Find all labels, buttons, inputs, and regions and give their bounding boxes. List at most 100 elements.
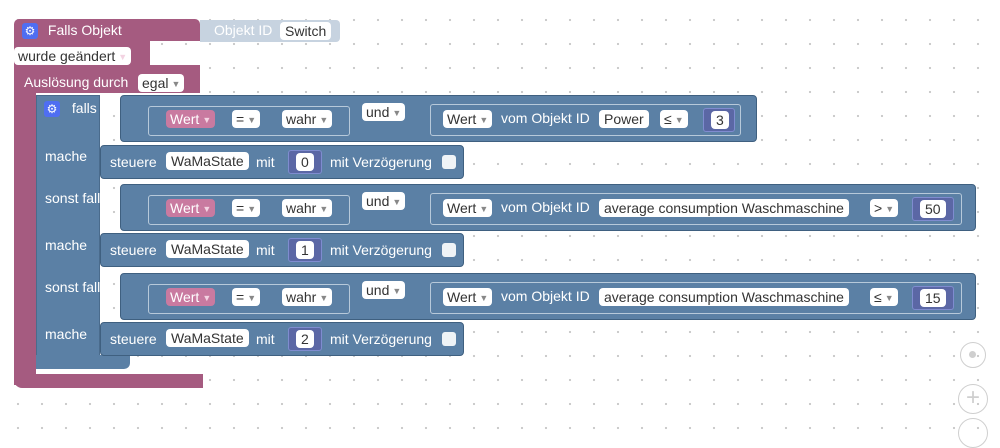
operator-label: = [236,200,245,216]
value-dropdown[interactable]: Wert▼ [443,110,493,128]
logic-dropdown[interactable]: und▼ [362,281,406,299]
else-if-keyword: sonst falls [45,279,108,295]
value-dropdown[interactable]: Wert▼ [166,110,216,128]
with-label: mit [256,331,275,347]
state-field[interactable]: WaMaState [166,329,249,347]
chevron-down-icon: ▼ [202,293,212,303]
logic-dropdown[interactable]: und▼ [362,192,406,210]
number-field[interactable]: 1 [296,241,314,259]
logic-dropdown[interactable]: und▼ [362,103,406,121]
delay-label: mit Verzögerung [330,331,432,347]
value-label: Wert [447,111,477,127]
chevron-down-icon: ▼ [392,197,402,207]
gear-icon[interactable]: ⚙ [22,23,38,40]
chevron-down-icon: ▼ [674,115,684,125]
number-value: 50 [920,200,946,218]
boolean-dropdown[interactable]: wahr▼ [282,199,333,217]
object-field[interactable]: average consumption Waschmaschine [599,199,849,217]
chevron-down-icon: ▼ [247,115,257,125]
if-header: ⚙ falls [44,100,97,118]
chevron-down-icon: ▼ [319,204,329,214]
state-name: WaMaState [166,240,249,258]
boolean-label: wahr [286,200,317,216]
zoom-in-icon[interactable]: + [958,384,988,414]
operator-dropdown[interactable]: =▼ [232,199,261,217]
number-value: 1 [296,241,314,259]
if-block[interactable] [36,95,100,366]
object-name: average consumption Waschmaschine [599,288,849,306]
boolean-dropdown[interactable]: wahr▼ [282,110,333,128]
value-dropdown[interactable]: Wert▼ [166,199,216,217]
event-block-header[interactable] [14,19,200,41]
object-name: average consumption Waschmaschine [599,199,849,217]
value-dropdown[interactable]: Wert▼ [443,288,493,306]
of-object-label: vom Objekt ID [501,199,590,215]
operator-dropdown[interactable]: =▼ [232,288,261,306]
object-name: Power [599,110,649,128]
value-label: Wert [447,200,477,216]
object-id-value[interactable]: Switch [280,22,332,40]
trigger-label: Auslösung durch [24,74,129,90]
delay-checkbox[interactable] [442,241,456,258]
delay-checkbox[interactable] [442,153,456,170]
event-title: Falls Objekt [47,22,122,38]
with-label: mit [256,154,275,170]
chevron-down-icon: ▼ [202,115,212,125]
number-value: 3 [711,111,729,129]
if-keyword: falls [71,100,97,116]
chevron-down-icon: ▼ [118,52,128,62]
chevron-down-icon: ▼ [479,293,489,303]
object-id-block[interactable]: Objekt ID Switch [200,20,340,42]
boolean-label: wahr [286,111,317,127]
delay-label: mit Verzögerung [330,242,432,258]
gear-icon[interactable]: ⚙ [44,101,60,118]
control-statement-1[interactable] [100,145,464,179]
operator-dropdown[interactable]: ≤▼ [660,110,688,128]
number-field[interactable]: 0 [296,153,314,171]
target-icon[interactable] [960,342,986,368]
chevron-down-icon: ▼ [319,293,329,303]
trigger-dropdown[interactable]: egal▼ [138,74,185,92]
number-field[interactable]: 15 [920,289,946,307]
value-dropdown[interactable]: Wert▼ [443,199,493,217]
operator-dropdown[interactable]: ≤▼ [870,288,898,306]
value-label: Wert [447,289,477,305]
object-field[interactable]: average consumption Waschmaschine [599,288,849,306]
logic-label: und [366,282,390,298]
chevron-down-icon: ▼ [171,79,181,89]
boolean-dropdown[interactable]: wahr▼ [282,288,333,306]
value-dropdown[interactable]: Wert▼ [166,288,216,306]
chevron-down-icon: ▼ [392,108,402,118]
logic-label: und [366,193,390,209]
object-field[interactable]: Power [599,110,649,128]
value-label: Wert [170,200,200,216]
operator-dropdown[interactable]: =▼ [232,110,261,128]
chevron-down-icon: ▼ [392,286,402,296]
operator-label: ≤ [874,289,882,305]
do-keyword: mache [45,326,88,342]
operator-dropdown[interactable]: >▼ [870,199,899,217]
chevron-down-icon: ▼ [885,204,895,214]
delay-label: mit Verzögerung [330,154,432,170]
target-icon-dot [969,351,976,358]
control-statement-2[interactable] [100,233,464,267]
of-object-label: vom Objekt ID [501,110,590,126]
number-value: 2 [296,330,314,348]
number-field[interactable]: 50 [920,200,946,218]
control-statement-3[interactable] [100,322,464,356]
control-label: steuere [110,331,157,347]
number-field[interactable]: 2 [296,330,314,348]
operator-label: > [874,200,883,216]
do-keyword: mache [45,148,88,164]
changed-dropdown[interactable]: wurde geändert▼ [14,47,132,65]
state-field[interactable]: WaMaState [166,240,249,258]
zoom-out-icon[interactable] [958,418,988,448]
if-block-footer [36,355,130,369]
delay-checkbox[interactable] [442,330,456,347]
number-field[interactable]: 3 [711,111,729,129]
chevron-down-icon: ▼ [319,115,329,125]
do-keyword: mache [45,237,88,253]
state-field[interactable]: WaMaState [166,152,249,170]
chevron-down-icon: ▼ [202,204,212,214]
operator-label: = [236,289,245,305]
